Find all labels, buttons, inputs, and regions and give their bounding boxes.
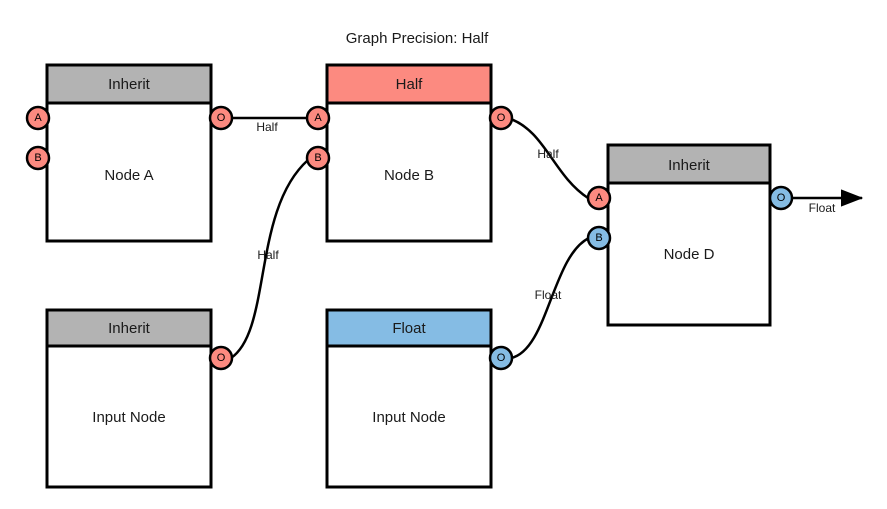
node-a-port-out[interactable]: O	[208, 105, 234, 131]
node-node-b[interactable]: Half Node B A B O	[305, 63, 514, 243]
node-node-a[interactable]: Inherit Node A A B O	[25, 63, 234, 243]
wire-layer	[222, 116, 864, 360]
node-b-port-in-b-label: B	[314, 152, 321, 164]
input-node-left-header-label: Inherit	[108, 320, 151, 337]
node-b-port-out-label: O	[497, 112, 506, 124]
node-b-port-out[interactable]: O	[488, 105, 514, 131]
input-node-mid-port-out-circle[interactable]	[488, 345, 514, 371]
node-a-port-out-circle[interactable]	[208, 105, 234, 131]
node-b-port-in-a-circle[interactable]	[305, 105, 331, 131]
edge-label-node-d-output: Float	[809, 201, 836, 215]
node-d-port-out-label: O	[777, 192, 786, 204]
node-d-port-in-b-label: B	[595, 232, 602, 244]
node-b-header-label: Half	[396, 76, 424, 93]
node-a-port-in-a-circle[interactable]	[25, 105, 51, 131]
input-node-left-port-out-label: O	[217, 352, 226, 364]
input-node-mid-body-label: Input Node	[372, 409, 445, 426]
edge-label-input-left-to-node-b: Half	[257, 248, 279, 262]
node-a-port-in-a-label: A	[34, 112, 42, 124]
input-node-left-port-out-circle[interactable]	[208, 345, 234, 371]
wire-input-left-to-node-b	[230, 159, 309, 360]
node-d-header-label: Inherit	[668, 157, 711, 174]
node-b-body-label: Node B	[384, 167, 434, 184]
node-d-header	[606, 143, 772, 185]
node-input-node-left[interactable]: Inherit Input Node O	[45, 308, 234, 489]
edge-label-input-mid-to-node-d: Float	[535, 288, 562, 302]
node-b-port-in-a-label: A	[314, 112, 322, 124]
node-node-d[interactable]: Inherit Node D A B O	[586, 143, 794, 327]
wire-input-mid-to-node-d	[510, 236, 590, 360]
node-d-port-in-a-label: A	[595, 192, 603, 204]
input-node-left-port-out[interactable]: O	[208, 345, 234, 371]
wire-node-b-to-node-d	[507, 116, 589, 200]
node-d-port-in-b-circle[interactable]	[586, 225, 612, 251]
input-node-left-body-label: Input Node	[92, 409, 165, 426]
edge-label-layer: Half Half Half Float Float	[256, 120, 836, 302]
node-d-port-in-a[interactable]: A	[586, 185, 612, 211]
node-a-port-in-b[interactable]: B	[25, 145, 51, 171]
node-d-port-out[interactable]: O	[768, 185, 794, 211]
edge-label-node-a-to-node-b: Half	[256, 120, 278, 134]
node-d-body-label: Node D	[664, 246, 715, 263]
node-d-port-out-circle[interactable]	[768, 185, 794, 211]
node-a-port-in-b-label: B	[34, 152, 41, 164]
node-a-port-in-b-circle[interactable]	[25, 145, 51, 171]
input-node-left-header	[45, 308, 213, 348]
node-b-header	[325, 63, 493, 105]
input-node-mid-header	[325, 308, 493, 348]
node-a-body-label: Node A	[104, 167, 153, 184]
node-a-header	[45, 63, 213, 105]
node-a-header-label: Inherit	[108, 76, 151, 93]
input-node-mid-port-out[interactable]: O	[488, 345, 514, 371]
node-input-node-mid[interactable]: Float Input Node O	[325, 308, 514, 489]
node-b-port-in-b[interactable]: B	[305, 145, 331, 171]
node-b-port-in-a[interactable]: A	[305, 105, 331, 131]
input-node-mid-header-label: Float	[392, 320, 426, 337]
node-d-port-in-a-circle[interactable]	[586, 185, 612, 211]
node-a-port-in-a[interactable]: A	[25, 105, 51, 131]
graph-title: Graph Precision: Half	[346, 30, 489, 47]
node-d-port-in-b[interactable]: B	[586, 225, 612, 251]
edge-label-node-b-to-node-d: Half	[537, 147, 559, 161]
input-node-mid-port-out-label: O	[497, 352, 506, 364]
node-b-port-out-circle[interactable]	[488, 105, 514, 131]
node-a-port-out-label: O	[217, 112, 226, 124]
node-b-port-in-b-circle[interactable]	[305, 145, 331, 171]
